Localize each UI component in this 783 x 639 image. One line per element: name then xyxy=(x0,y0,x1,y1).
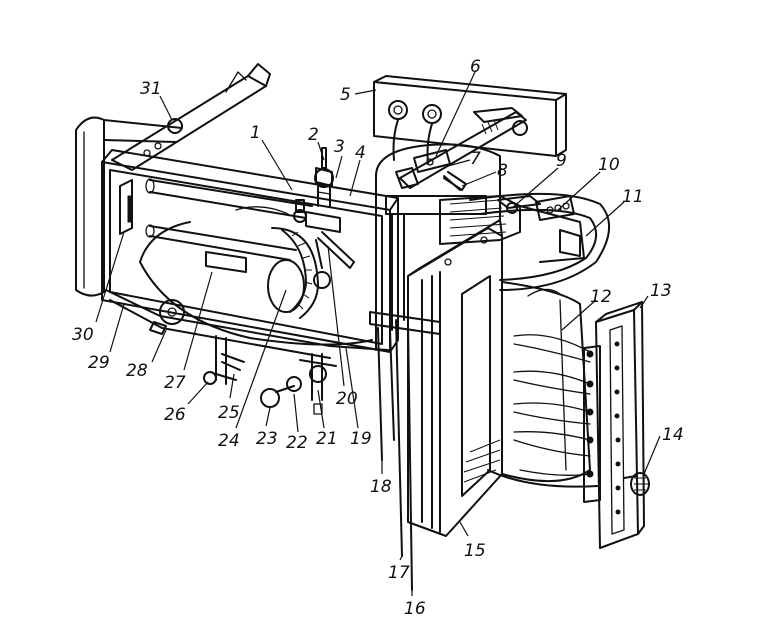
left-post xyxy=(75,116,105,297)
callout-17: 17 xyxy=(388,563,410,583)
callout-6: 6 xyxy=(470,57,481,77)
switch-block xyxy=(497,195,575,221)
callout-5: 5 xyxy=(340,85,351,105)
main-frame xyxy=(101,149,399,353)
callout-25: 25 xyxy=(218,403,240,423)
callout-labels: 1 2 3 4 5 6 7 8 9 10 11 12 13 14 15 16 1… xyxy=(72,57,684,619)
leader-lines xyxy=(95,71,661,596)
callout-16: 16 xyxy=(404,599,426,619)
callout-24: 24 xyxy=(218,431,240,451)
callout-29: 29 xyxy=(88,353,110,373)
callout-19: 19 xyxy=(350,429,372,449)
callout-18: 18 xyxy=(370,477,392,497)
top-arm xyxy=(103,63,271,171)
callout-30: 30 xyxy=(72,325,94,345)
guide-rods xyxy=(119,178,313,261)
callout-14: 14 xyxy=(662,425,684,445)
callout-28: 28 xyxy=(126,361,148,381)
callout-23: 23 xyxy=(256,429,278,449)
callout-4: 4 xyxy=(355,143,366,163)
contact-arm xyxy=(395,111,527,191)
callout-22: 22 xyxy=(286,433,308,453)
callout-1: 1 xyxy=(250,123,261,143)
callout-12: 12 xyxy=(590,287,612,307)
callout-20: 20 xyxy=(336,389,358,409)
spindle-assembly xyxy=(305,147,355,289)
callout-11: 11 xyxy=(622,187,644,207)
lower-bracket xyxy=(203,335,337,415)
callout-9: 9 xyxy=(556,151,567,171)
callout-31: 31 xyxy=(140,79,162,99)
callout-10: 10 xyxy=(598,155,620,175)
callout-7: 7 xyxy=(470,149,481,169)
terminal-strip xyxy=(595,301,650,549)
scale-sector xyxy=(271,199,319,319)
drum xyxy=(139,206,373,346)
callout-26: 26 xyxy=(164,405,186,425)
central-linkage xyxy=(369,311,441,591)
callout-27: 27 xyxy=(164,373,186,393)
lower-lever xyxy=(105,289,389,359)
callout-21: 21 xyxy=(316,429,338,449)
callout-13: 13 xyxy=(650,281,672,301)
callout-2: 2 xyxy=(308,125,319,145)
callout-3: 3 xyxy=(334,137,345,157)
callout-8: 8 xyxy=(497,161,508,181)
front-frame xyxy=(407,219,503,537)
callout-15: 15 xyxy=(464,541,486,561)
